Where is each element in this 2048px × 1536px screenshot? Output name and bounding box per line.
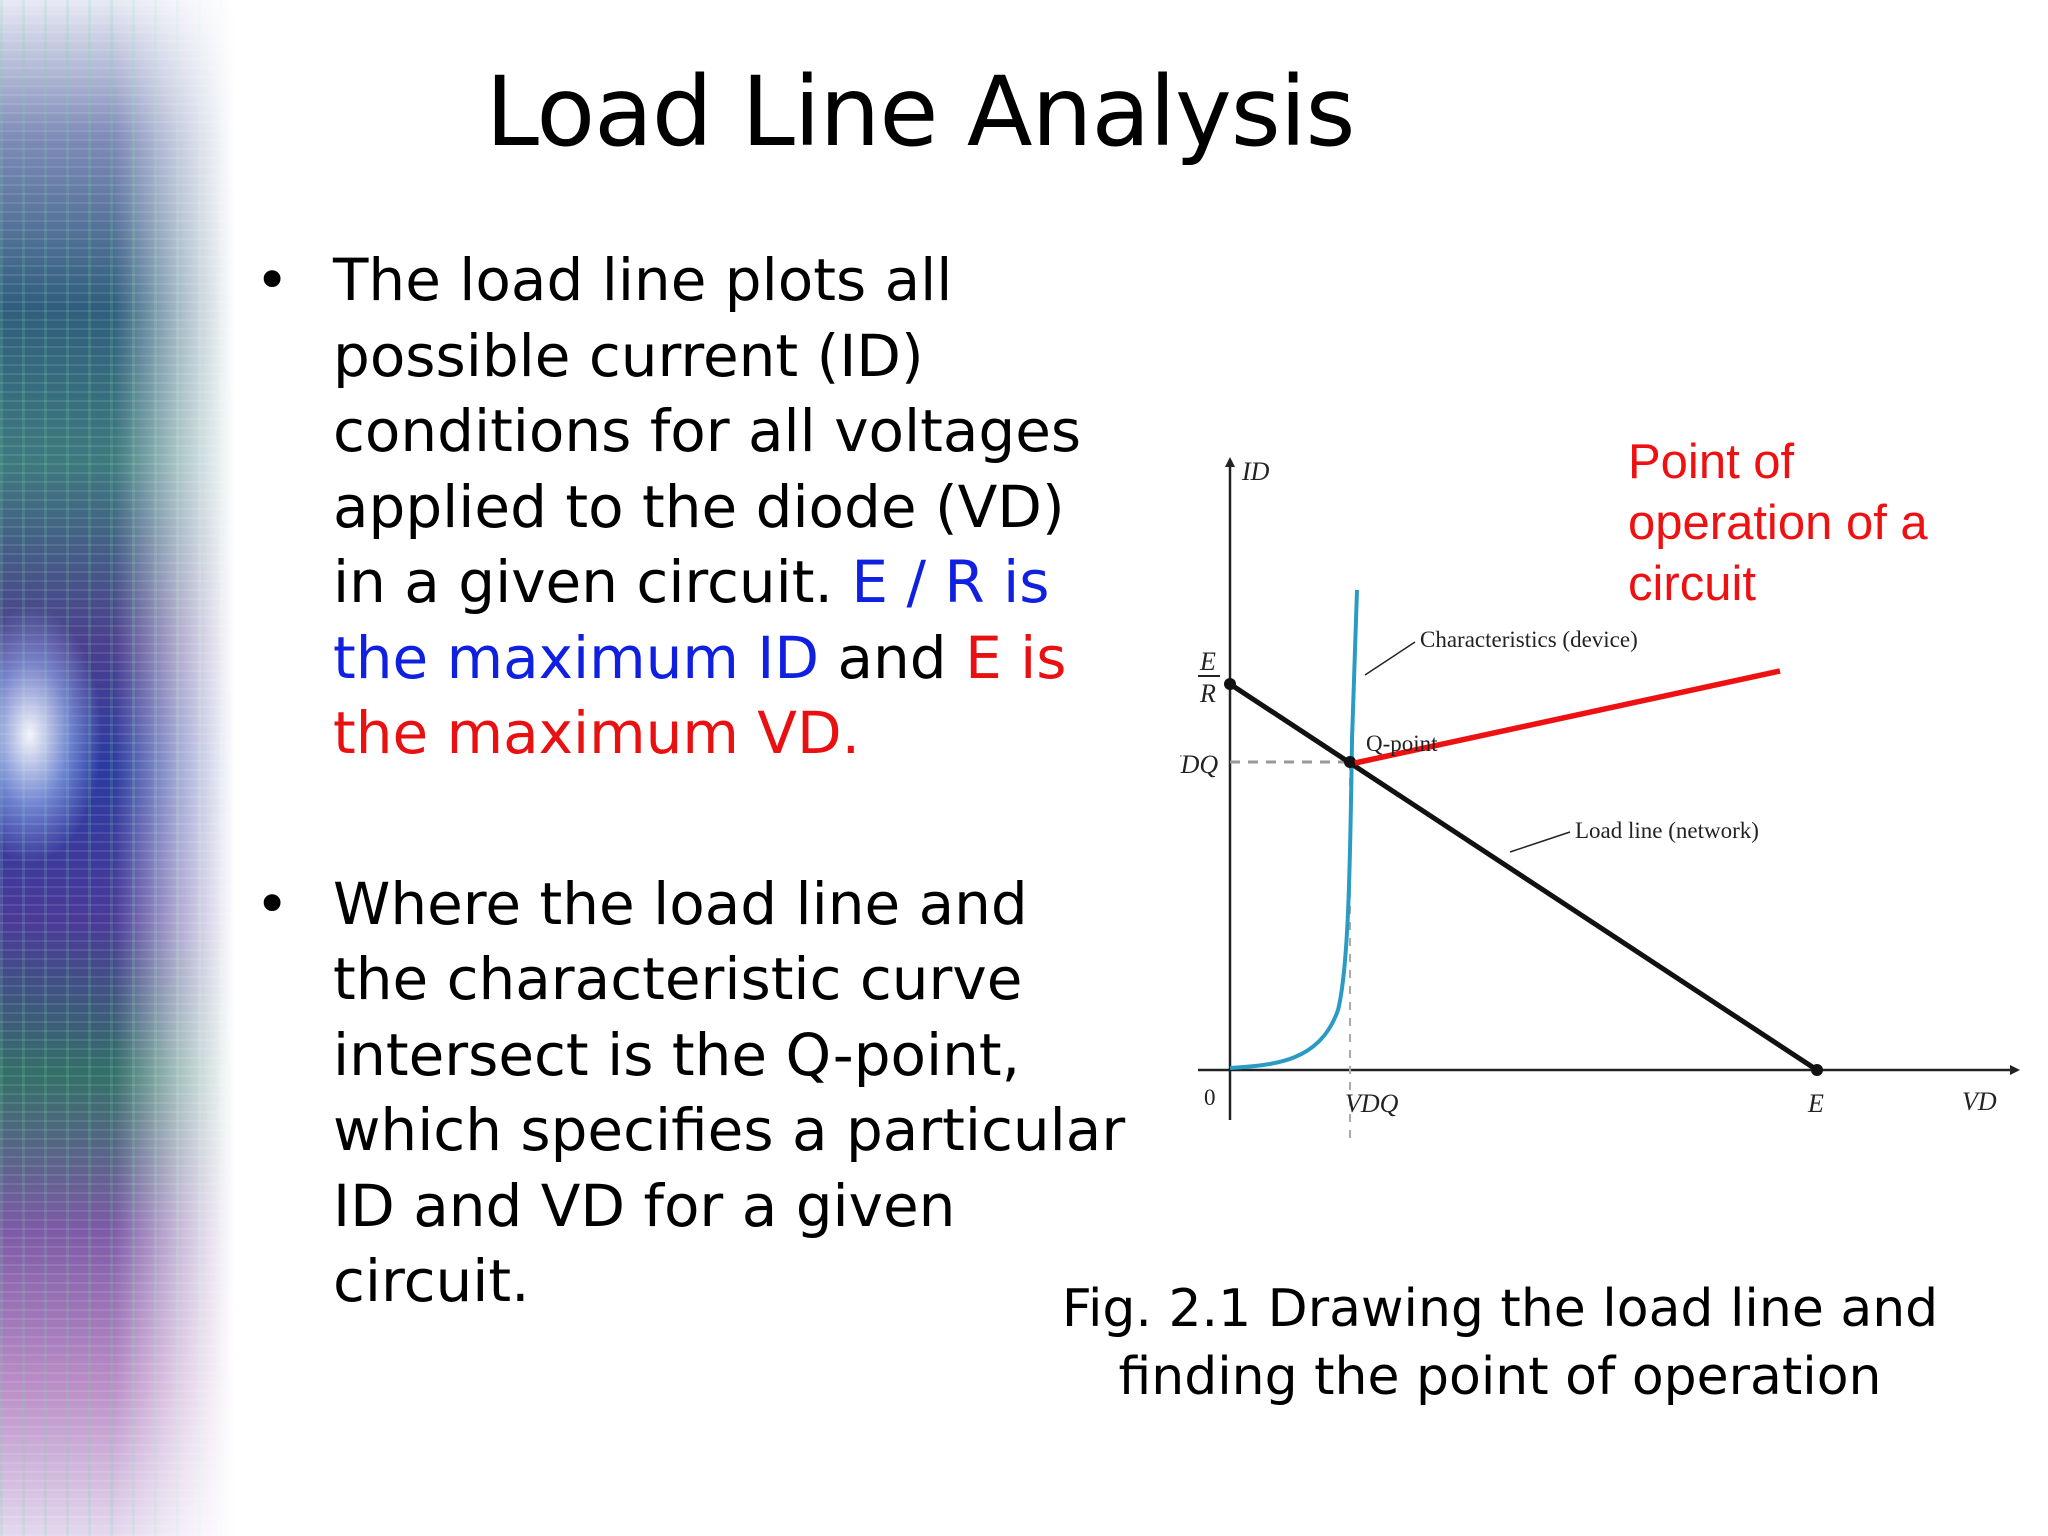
bullet-marker: • [255, 246, 290, 314]
e-label: E [1807, 1089, 1824, 1118]
q-point-marker [1344, 756, 1356, 768]
characteristics-leader-line [1364, 641, 1416, 676]
annotation-arrow [1354, 668, 1781, 766]
e-over-r-point [1224, 678, 1236, 690]
loadline-label: Load line (network) [1575, 818, 1759, 843]
e-over-r-numerator: E [1199, 647, 1216, 676]
x-axis-label: VD [1962, 1087, 1997, 1116]
bullet-connector-text: and [819, 623, 966, 692]
characteristics-label: Characteristics (device) [1420, 627, 1638, 652]
y-axis-label: ID [1241, 457, 1270, 486]
origin-label: 0 [1204, 1085, 1216, 1110]
bullet-blue-text: E / R is the maximum ID [333, 548, 1050, 692]
vdq-label: VDQ [1345, 1089, 1399, 1118]
bullet-item-q-point: • Where the load line and the characteri… [255, 867, 1135, 1320]
bullet-text: The load line plots all possible current… [333, 246, 1082, 616]
e-point [1811, 1064, 1823, 1076]
idq-label: IDQ [1180, 750, 1218, 779]
characteristic-curve [1229, 589, 1359, 1070]
qpoint-label: Q-point [1366, 731, 1438, 756]
side-image-fade [0, 0, 235, 1536]
bullet-list: • The load line plots all possible curre… [255, 243, 1135, 1320]
figure-caption: Fig. 2.1 Drawing the load line and findi… [1040, 1275, 1960, 1411]
bullet-text: Where the load line and the characterist… [333, 869, 1126, 1316]
point-of-operation-annotation: Point of operation of a circuit [1628, 435, 1928, 611]
bullet-marker: • [255, 869, 290, 938]
bullet-item-load-line: • The load line plots all possible curre… [255, 243, 1135, 772]
e-over-r-denominator: R [1199, 679, 1216, 708]
load-line-diagram: ID VD 0 E R IDQ VDQ E Characteristics (d… [1180, 457, 2020, 1140]
loadline-leader-line [1509, 831, 1571, 853]
bullet-red-text: E is the maximum VD. [333, 623, 1067, 768]
load-line [1228, 681, 1819, 1073]
caption-line-1: Fig. 2.1 Drawing the load line and [1061, 1279, 1939, 1339]
caption-line-2: finding the point of operation [1118, 1347, 1882, 1407]
slide-title: Load Line Analysis [485, 56, 1356, 168]
